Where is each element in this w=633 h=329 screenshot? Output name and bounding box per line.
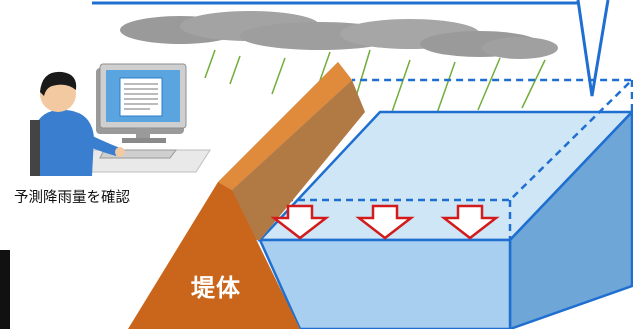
cloud-icon (120, 11, 558, 59)
left-edge-bar (0, 250, 10, 329)
dam-body-label: 堤体 (191, 274, 241, 302)
dam-body (128, 62, 365, 329)
original-water-level-outline (238, 78, 633, 240)
forecast-rainfall-caption: 予測降雨量を確認 (14, 190, 130, 206)
down-arrow-icon (355, 204, 415, 240)
rain-lines (204, 49, 546, 117)
reservoir-water (257, 109, 633, 329)
down-arrow-icon (270, 204, 330, 240)
person-at-computer-icon (30, 63, 211, 176)
drawdown-arrows (270, 204, 500, 240)
down-arrow-icon (440, 204, 500, 240)
callout-frame (92, 0, 610, 97)
